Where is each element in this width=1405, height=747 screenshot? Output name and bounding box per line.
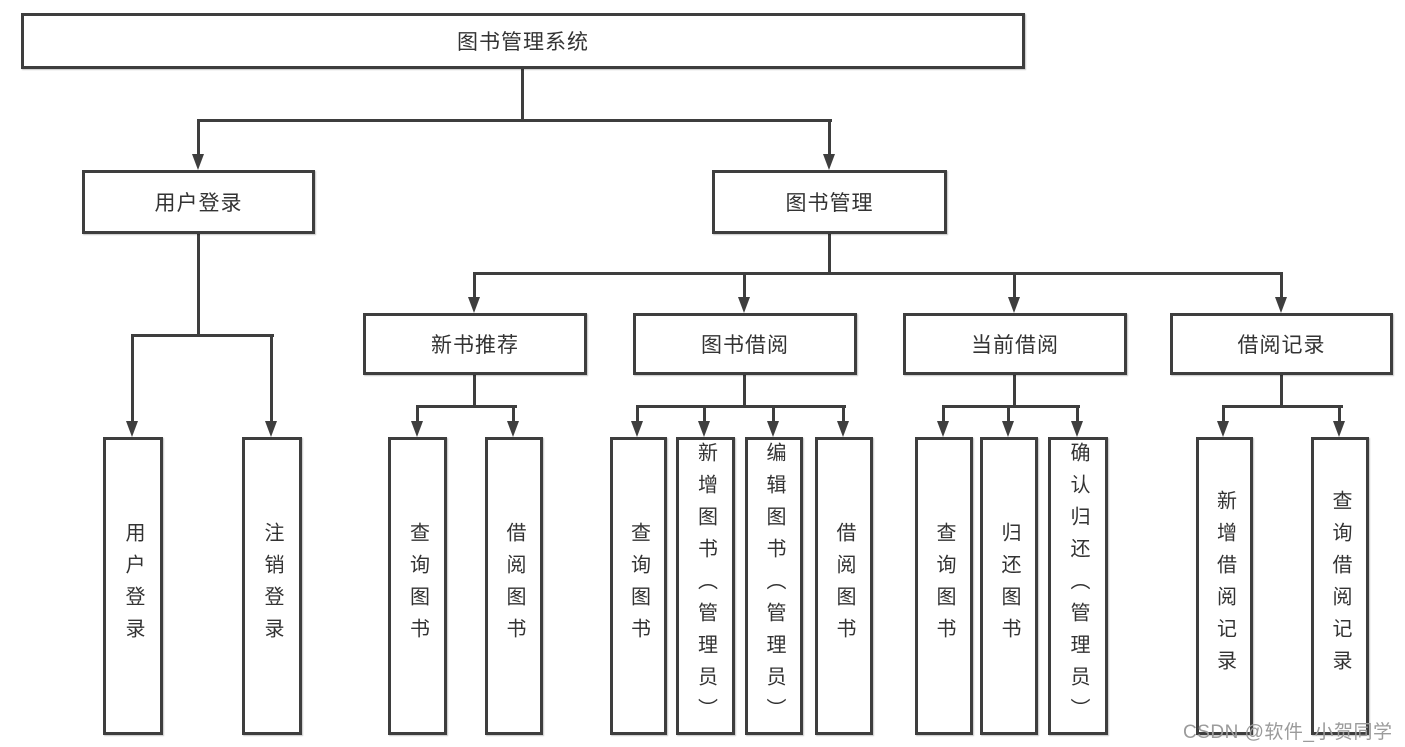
arrow-down-icon [192, 154, 204, 170]
arrow-down-icon [823, 154, 835, 170]
node-leaf-user-login-label: 用户登录 [122, 522, 144, 650]
connector-borrow-records-bar [1222, 405, 1343, 408]
arrow-down-icon [738, 297, 750, 313]
connector-user-login-bar [131, 334, 274, 337]
node-leaf-confirm-return: 确认归还（管理员） [1048, 437, 1108, 735]
node-leaf-query-book-2: 查询图书 [610, 437, 667, 735]
node-book-borrow: 图书借阅 [633, 313, 857, 375]
arrow-down-icon [411, 421, 423, 437]
connector-book-mgmt-bar [473, 272, 1283, 275]
arrow-down-icon [468, 297, 480, 313]
arrow-down-icon [1002, 421, 1014, 437]
node-leaf-user-login: 用户登录 [103, 437, 163, 735]
node-leaf-add-book-label: 新增图书（管理员） [694, 442, 717, 730]
arrow-down-icon [126, 421, 138, 437]
connector-segment [131, 334, 134, 424]
node-new-book-rec: 新书推荐 [363, 313, 587, 375]
node-borrow-records-label: 借阅记录 [1237, 334, 1326, 357]
connector-segment [512, 405, 515, 424]
connector-segment [636, 405, 639, 424]
arrow-down-icon [698, 421, 710, 437]
node-leaf-add-borrow-record-label: 新增借阅记录 [1213, 490, 1236, 682]
node-book-borrow-label: 图书借阅 [701, 334, 789, 357]
node-leaf-query-borrow-record: 查询借阅记录 [1311, 437, 1369, 735]
node-book-mgmt: 图书管理 [712, 170, 947, 234]
connector-segment [197, 119, 200, 157]
node-leaf-borrow-book-1: 借阅图书 [485, 437, 543, 735]
node-leaf-add-borrow-record: 新增借阅记录 [1196, 437, 1253, 735]
connector-segment [942, 405, 945, 424]
node-new-book-rec-label: 新书推荐 [431, 334, 519, 357]
node-book-mgmt-label: 图书管理 [785, 192, 874, 215]
connector-borrow-records-stem [1280, 373, 1283, 407]
node-leaf-return-book: 归还图书 [980, 437, 1038, 735]
arrow-down-icon [1008, 297, 1020, 313]
node-leaf-logout-label: 注销登录 [261, 522, 283, 650]
node-leaf-query-borrow-record-label: 查询借阅记录 [1329, 490, 1351, 682]
node-root-label: 图书管理系统 [457, 31, 589, 54]
connector-segment [743, 272, 746, 300]
arrow-down-icon [265, 421, 277, 437]
node-leaf-query-book-1: 查询图书 [388, 437, 447, 735]
arrow-down-icon [1217, 421, 1229, 437]
node-leaf-return-book-label: 归还图书 [998, 522, 1020, 650]
connector-segment [828, 119, 831, 157]
connector-segment [772, 405, 775, 424]
node-leaf-edit-book: 编辑图书（管理员） [745, 437, 803, 735]
connector-segment [1007, 405, 1010, 424]
connector-new-book-rec-bar [416, 405, 517, 408]
node-leaf-borrow-book-1-label: 借阅图书 [503, 522, 525, 650]
node-leaf-query-book-1-label: 查询图书 [406, 522, 429, 650]
connector-segment [1076, 405, 1079, 424]
connector-root-bar [197, 119, 832, 122]
node-leaf-borrow-book-2-label: 借阅图书 [833, 522, 855, 650]
arrow-down-icon [631, 421, 643, 437]
node-current-borrow: 当前借阅 [903, 313, 1127, 375]
connector-segment [473, 272, 476, 300]
connector-user-login-stem [197, 232, 200, 336]
node-borrow-records: 借阅记录 [1170, 313, 1393, 375]
connector-segment [1222, 405, 1225, 424]
node-user-login-label: 用户登录 [154, 192, 243, 215]
arrow-down-icon [1071, 421, 1083, 437]
connector-segment [1013, 272, 1016, 300]
connector-book-mgmt-stem [828, 232, 831, 274]
node-leaf-edit-book-label: 编辑图书（管理员） [763, 442, 785, 730]
arrow-down-icon [1275, 297, 1287, 313]
connector-new-book-rec-stem [473, 373, 476, 407]
connector-current-borrow-bar [942, 405, 1080, 408]
watermark: CSDN @软件_小贺同学 [1183, 722, 1393, 743]
arrow-down-icon [767, 421, 779, 437]
node-leaf-borrow-book-2: 借阅图书 [815, 437, 873, 735]
connector-root-stem [521, 68, 524, 121]
arrow-down-icon [937, 421, 949, 437]
connector-segment [1280, 272, 1283, 300]
connector-segment [1338, 405, 1341, 424]
node-user-login: 用户登录 [82, 170, 315, 234]
node-leaf-add-book: 新增图书（管理员） [676, 437, 735, 735]
node-root: 图书管理系统 [21, 13, 1025, 69]
connector-segment [842, 405, 845, 424]
node-leaf-query-book-2-label: 查询图书 [627, 522, 650, 650]
connector-book-borrow-stem [743, 373, 746, 407]
node-leaf-query-book-3: 查询图书 [915, 437, 973, 735]
node-leaf-logout: 注销登录 [242, 437, 302, 735]
connector-current-borrow-stem [1013, 373, 1016, 407]
arrow-down-icon [837, 421, 849, 437]
connector-book-borrow-bar [636, 405, 846, 408]
connector-segment [703, 405, 706, 424]
node-leaf-confirm-return-label: 确认归还（管理员） [1067, 442, 1089, 730]
connector-segment [416, 405, 419, 424]
arrow-down-icon [507, 421, 519, 437]
node-current-borrow-label: 当前借阅 [971, 334, 1059, 357]
node-leaf-query-book-3-label: 查询图书 [933, 522, 955, 650]
arrow-down-icon [1333, 421, 1345, 437]
connector-segment [270, 334, 273, 424]
